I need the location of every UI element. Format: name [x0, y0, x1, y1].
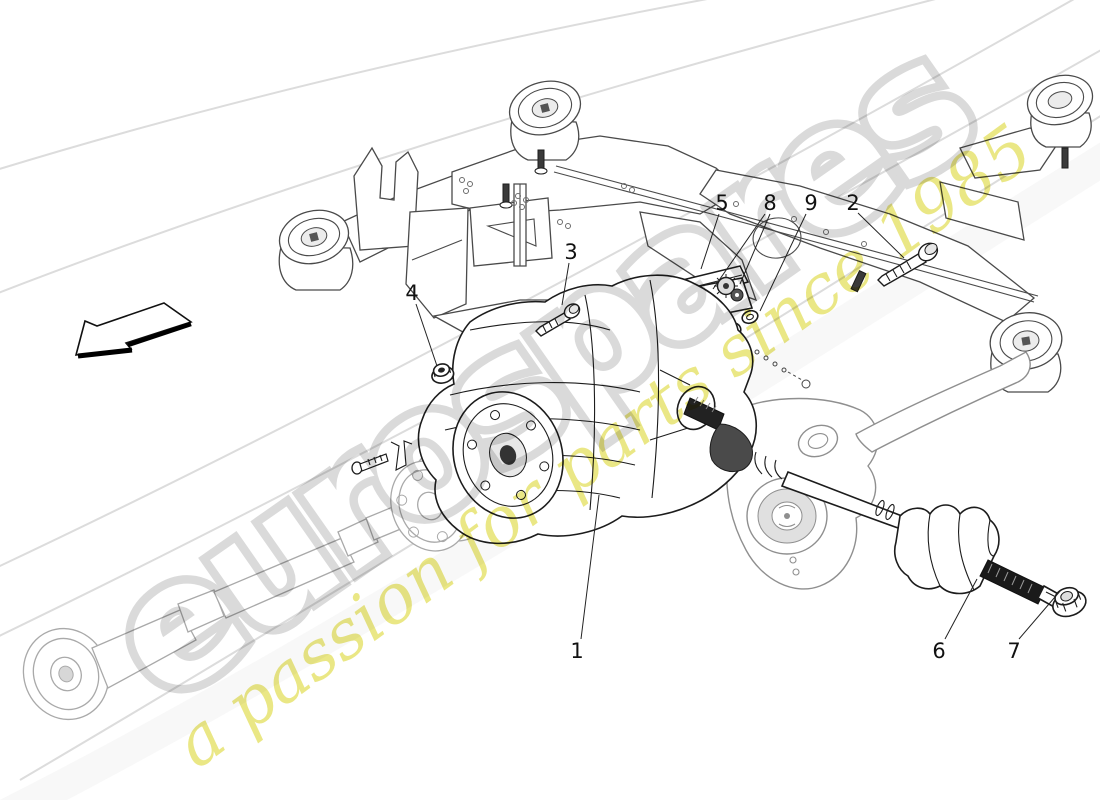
frame-oval-hole: [752, 217, 802, 259]
subframe-bushing-top: [508, 80, 582, 161]
leader-line-2: [857, 212, 905, 259]
part-label-9[interactable]: 9: [804, 191, 817, 215]
trailing-arm-boss: [797, 424, 839, 458]
leader-line-8: [739, 213, 771, 285]
part-callouts: 1 2 3 4 5 6 7 8 9: [405, 191, 1062, 663]
part-label-2[interactable]: 2: [846, 191, 859, 215]
subframe-center-plate: [469, 197, 553, 267]
rear-subframe: [278, 74, 1094, 393]
part-label-7[interactable]: 7: [1007, 639, 1020, 663]
alignment-dots: [754, 349, 811, 389]
part-label-6[interactable]: 6: [932, 639, 945, 663]
gear-part: [714, 274, 744, 302]
part-label-1[interactable]: 1: [570, 639, 583, 663]
subframe-center-deck: [451, 135, 742, 215]
frame-studs: [499, 147, 1069, 293]
axle-shaft: [780, 470, 1087, 618]
leader-line-1: [580, 494, 600, 640]
axle-nut: [1052, 586, 1087, 618]
leader-line-9: [759, 213, 807, 312]
leader-line-3: [561, 262, 570, 306]
flange-bolt-clip: [351, 440, 413, 475]
bolt-3: [535, 303, 581, 337]
leader-line-6: [944, 578, 978, 640]
bolt-2: [877, 242, 939, 287]
part-label-4[interactable]: 4: [405, 281, 418, 305]
driveshaft-flange: [22, 627, 110, 721]
subframe-right-plate: [939, 181, 1025, 241]
differential-input-flange: [452, 391, 564, 519]
trailing-arm-link: [855, 351, 1031, 453]
subframe-bushing-left: [278, 209, 354, 291]
subframe-bushing-top-right: [1026, 74, 1094, 148]
part-label-3[interactable]: 3: [564, 240, 577, 264]
stabilizer-bar: [555, 165, 1039, 297]
subframe-hanger-left: [405, 207, 469, 319]
part-label-5[interactable]: 5: [715, 191, 728, 215]
driveshaft: [22, 440, 494, 721]
subframe-fork-bracket: [353, 146, 419, 251]
direction-arrow: [74, 302, 193, 359]
washer-part: [741, 309, 759, 325]
nut-4: [431, 363, 455, 384]
differential-housing: [417, 274, 783, 545]
leader-line-4: [415, 303, 438, 367]
cv-boot: [893, 504, 1000, 595]
leader-line-5: [700, 213, 720, 270]
differential-output: [649, 369, 783, 480]
subframe-right-top-bracket: [959, 127, 1061, 179]
frame-bolt-holes: [459, 177, 867, 247]
leader-line-7: [1018, 589, 1062, 640]
part-label-8[interactable]: 8: [763, 191, 776, 215]
leader-line-8: [712, 213, 766, 290]
trailing-arm-bushing: [746, 477, 828, 555]
